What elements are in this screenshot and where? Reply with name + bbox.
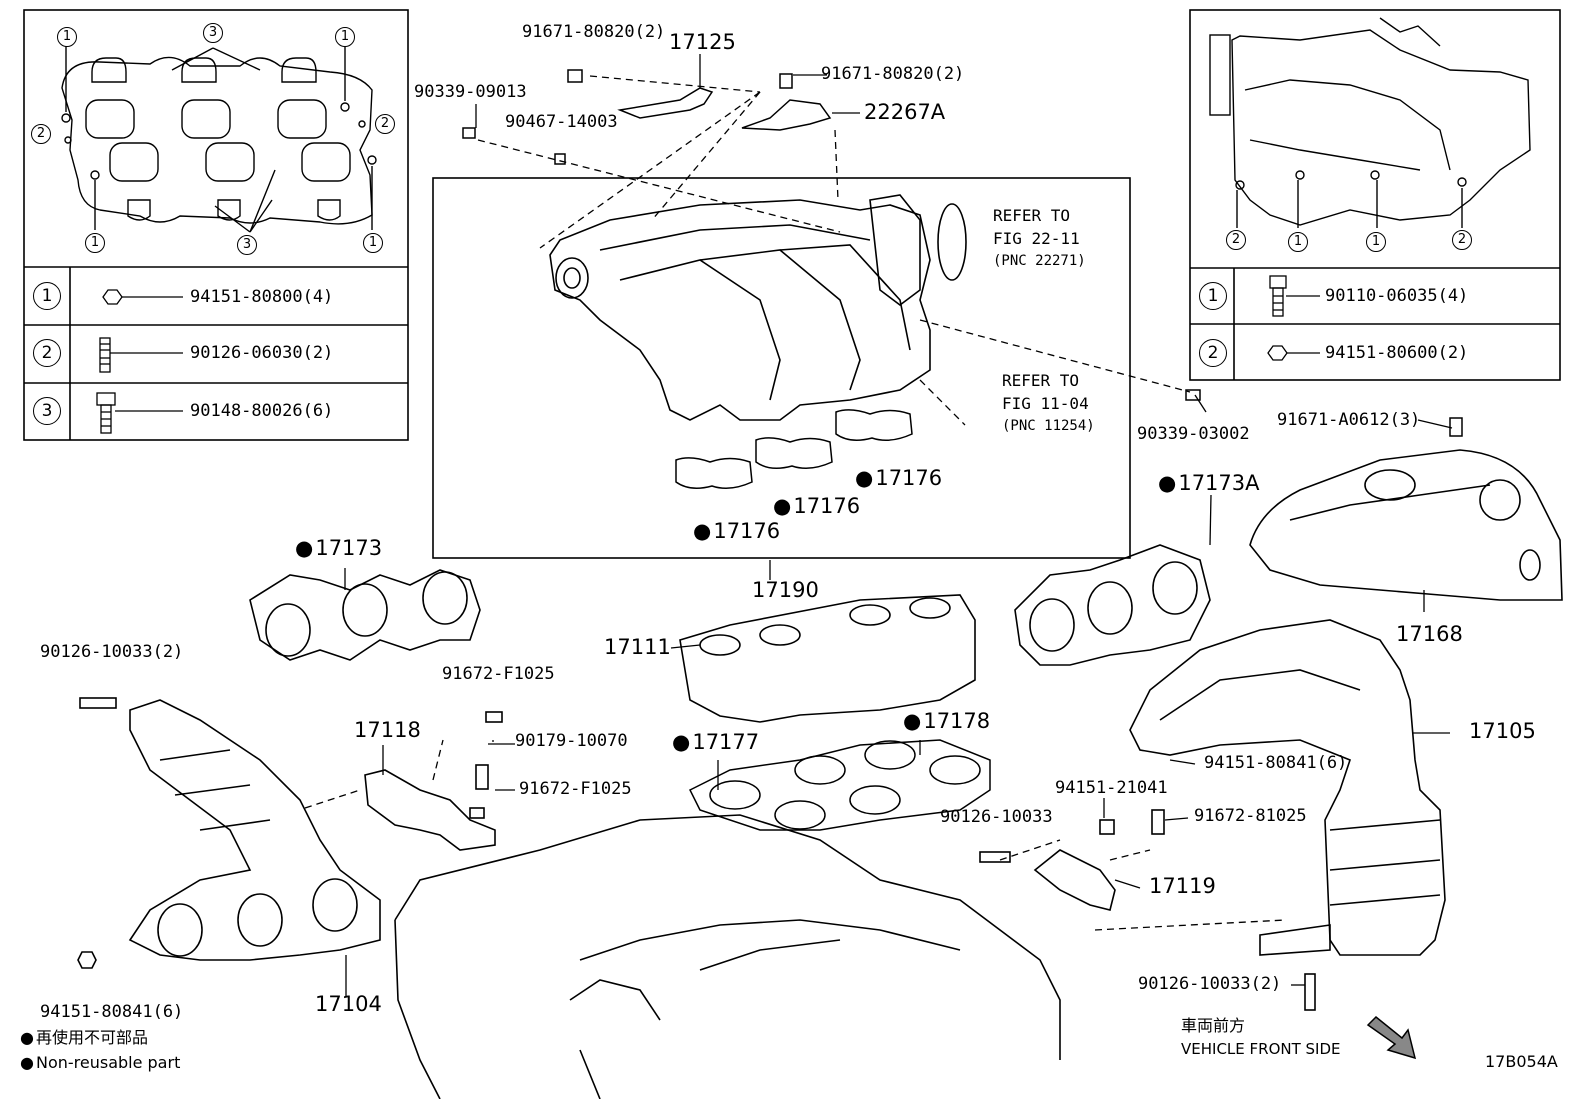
refer-11-04-line3: (PNC 11254) xyxy=(1002,418,1095,434)
label-17111: 17111 xyxy=(604,635,671,659)
bracket-17118 xyxy=(364,711,503,851)
label-94151-21041: 94151-21041 xyxy=(1055,778,1168,798)
exhaust-gasket-17173 xyxy=(249,569,481,661)
nut-icon-inset-left xyxy=(102,289,183,305)
refer-11-04-line2: FIG 11-04 xyxy=(1002,394,1089,413)
callout-3-a: 3 xyxy=(203,23,223,43)
inset-left-row-1-num: 1 xyxy=(33,282,61,310)
inset-right-frame xyxy=(1189,9,1561,381)
label-17168: 17168 xyxy=(1396,622,1463,646)
label-90126-10033-a: 90126-10033(2) xyxy=(40,642,184,662)
exhaust-manifold-17105 xyxy=(1129,619,1446,1011)
label-90467-14003: 90467-14003 xyxy=(505,112,618,132)
callout-3-b: 3 xyxy=(237,235,257,255)
refer-22-11: REFER TO FIG 22-11 (PNC 22271) xyxy=(993,204,1086,273)
label-17190: 17190 xyxy=(752,578,819,602)
label-17119: 17119 xyxy=(1149,874,1216,898)
label-90339-03002: 90339-03002 xyxy=(1137,424,1250,444)
label-17173: 17173 xyxy=(295,536,382,560)
front-arrow-icon xyxy=(1366,1015,1417,1060)
inset-right-row-1-num: 1 xyxy=(1199,282,1227,310)
intake-manifold-frame xyxy=(432,177,1131,559)
callout-1-d: 1 xyxy=(363,233,383,253)
intake-manifold xyxy=(549,194,967,421)
inset-left-row-1-part: 94151-80800(4) xyxy=(190,287,334,307)
engine-outline xyxy=(394,814,1061,1099)
label-94151-80841-b: 94151-80841(6) xyxy=(40,1002,184,1022)
refer-11-04-line1: REFER TO xyxy=(1002,371,1080,390)
callout-r2-a: 2 xyxy=(1226,230,1246,250)
exhaust-manifold-17104 xyxy=(77,697,381,969)
label-17104: 17104 xyxy=(315,992,382,1016)
callout-1-c: 1 xyxy=(85,233,105,253)
stud-icon-inset-left xyxy=(99,337,183,373)
label-90339-09013: 90339-09013 xyxy=(414,82,527,102)
label-91672-F1025-a: 91672-F1025 xyxy=(442,664,555,684)
legend-non-reusable-jp: 再使用不可部品 xyxy=(20,1028,148,1048)
label-90179-10070: 90179-10070 xyxy=(515,731,628,751)
exhaust-gasket-17173A xyxy=(1014,544,1211,666)
label-91672-81025: 91672-81025 xyxy=(1194,806,1307,826)
figure-code: 17B054A xyxy=(1485,1052,1558,1071)
label-91671-80820-a: 91671-80820(2) xyxy=(522,22,666,42)
inset-right-row-1-part: 90110-06035(4) xyxy=(1325,286,1469,306)
label-91671-A0612: 91671-A0612(3) xyxy=(1277,410,1421,430)
inset-left-row-2-num: 2 xyxy=(33,339,61,367)
label-17176-b: 17176 xyxy=(773,494,860,518)
heat-shield-17168 xyxy=(1249,449,1563,601)
inset-right-row-2-num: 2 xyxy=(1199,339,1227,367)
label-91671-80820-b: 91671-80820(2) xyxy=(821,64,965,84)
label-17105: 17105 xyxy=(1469,719,1536,743)
gasket-17177-17178 xyxy=(688,739,991,831)
label-17118: 17118 xyxy=(354,718,421,742)
callout-2-b: 2 xyxy=(375,114,395,134)
callout-1-a: 1 xyxy=(57,27,77,47)
bracket-17119 xyxy=(979,809,1165,911)
label-17173A: 17173A xyxy=(1158,471,1259,495)
refer-11-04: REFER TO FIG 11-04 (PNC 11254) xyxy=(1002,369,1095,438)
inset-right-row-2-part: 94151-80600(2) xyxy=(1325,343,1469,363)
inset-left-frame xyxy=(23,9,409,441)
intake-gaskets xyxy=(675,409,913,489)
vehicle-front-en: VEHICLE FRONT SIDE xyxy=(1181,1040,1341,1058)
label-91672-F1025-b: 91672-F1025 xyxy=(519,779,632,799)
callout-r2-b: 2 xyxy=(1452,230,1472,250)
inset-left-row-3-num: 3 xyxy=(33,397,61,425)
refer-22-11-line2: FIG 22-11 xyxy=(993,229,1080,248)
callout-2-a: 2 xyxy=(31,124,51,144)
heat-shield-inset xyxy=(1209,17,1531,228)
label-17178: 17178 xyxy=(903,709,990,733)
inset-left-row-2-part: 90126-06030(2) xyxy=(190,343,334,363)
exhaust-gasket-inset xyxy=(61,46,377,233)
label-22267A: 22267A xyxy=(864,100,946,124)
refer-22-11-line1: REFER TO xyxy=(993,206,1071,225)
intake-manifold-lower-17111 xyxy=(679,594,976,723)
callout-r1-b: 1 xyxy=(1366,232,1386,252)
bolt-icon-inset-left xyxy=(96,392,183,434)
callout-1-b: 1 xyxy=(335,27,355,47)
label-17176-a: 17176 xyxy=(693,519,780,543)
vehicle-front-jp: 車両前方 xyxy=(1181,1016,1246,1035)
label-90126-10033-c: 90126-10033(2) xyxy=(1138,974,1282,994)
nut-icon-inset-right xyxy=(1267,345,1320,361)
inset-left-row-3-part: 90148-80026(6) xyxy=(190,401,334,421)
label-90126-10033-b: 90126-10033 xyxy=(940,807,1053,827)
label-17125: 17125 xyxy=(669,30,736,54)
callout-r1-a: 1 xyxy=(1288,232,1308,252)
label-17177: 17177 xyxy=(672,730,759,754)
label-94151-80841-a: 94151-80841(6) xyxy=(1204,753,1348,773)
bracket-17125 xyxy=(462,69,1463,437)
refer-22-11-line3: (PNC 22271) xyxy=(993,253,1086,269)
label-17176-c: 17176 xyxy=(855,466,942,490)
bolt-icon-inset-right xyxy=(1269,275,1320,317)
legend-non-reusable-en: Non-reusable part xyxy=(20,1053,180,1073)
